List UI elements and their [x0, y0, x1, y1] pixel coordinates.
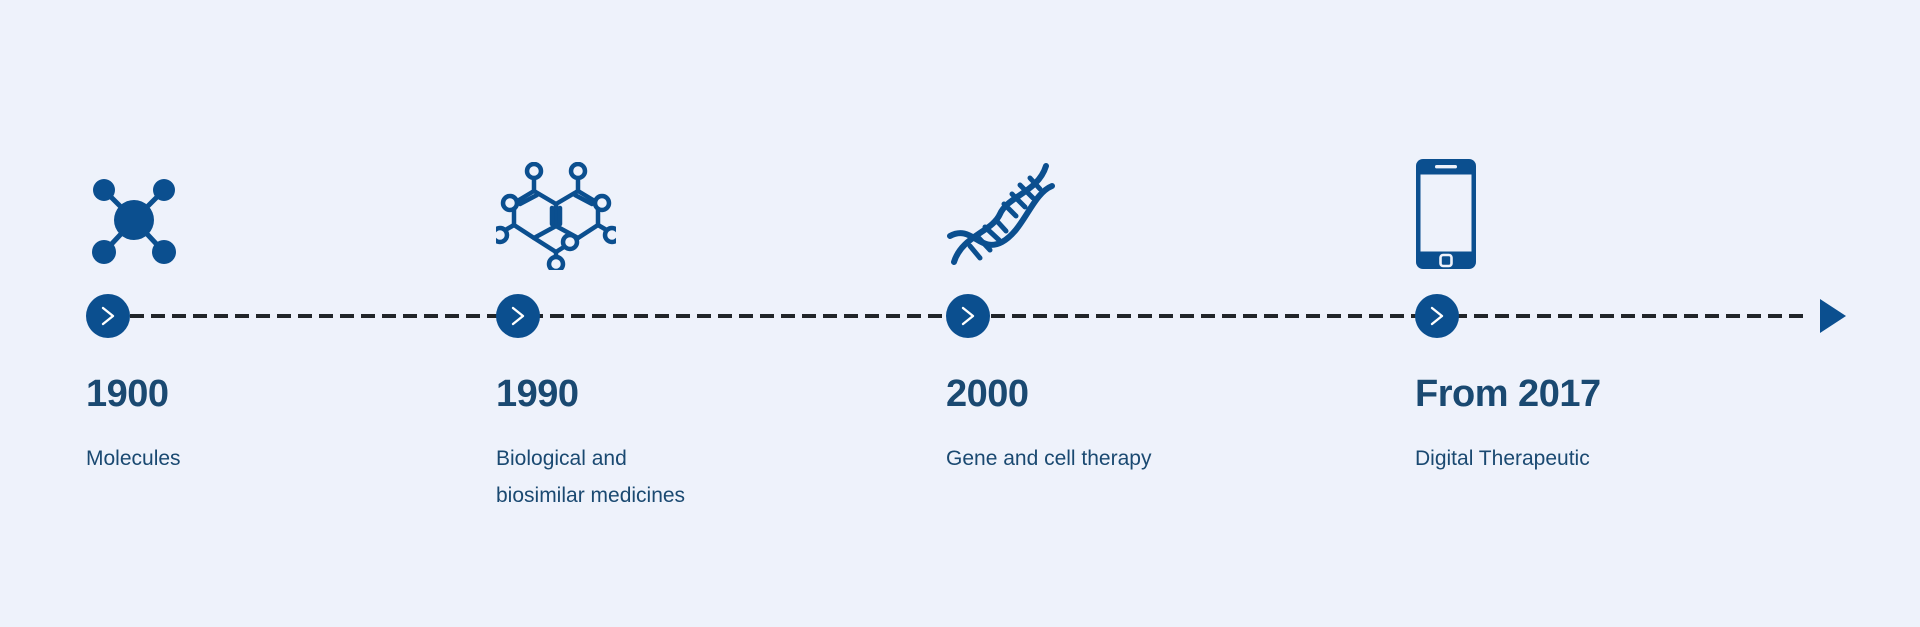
timeline-arrow-head-icon — [1820, 299, 1846, 333]
chevron-right-icon — [510, 305, 526, 327]
chevron-right-icon — [100, 305, 116, 327]
timeline-milestone-1990[interactable]: 1990 Biological and biosimilar medicines — [496, 0, 896, 627]
milestone-year: 2000 — [946, 373, 1029, 415]
timeline-node-marker[interactable] — [1415, 294, 1459, 338]
molecule-node-icon — [86, 150, 266, 270]
milestone-year: 1990 — [496, 373, 579, 415]
timeline-milestone-2000[interactable]: 2000 Gene and cell therapy — [946, 0, 1346, 627]
timeline-node-marker[interactable] — [86, 294, 130, 338]
dna-helix-icon — [946, 150, 1126, 270]
milestone-caption: Biological and biosimilar medicines — [496, 447, 686, 507]
smartphone-icon — [1415, 150, 1595, 270]
milestone-year: 1900 — [86, 373, 169, 415]
chevron-right-icon — [960, 305, 976, 327]
milestone-year: From 2017 — [1415, 373, 1601, 415]
milestone-caption: Molecules — [86, 447, 181, 470]
timeline-milestone-2017[interactable]: From 2017 Digital Therapeutic — [1415, 0, 1815, 627]
timeline-node-marker[interactable] — [946, 294, 990, 338]
milestone-caption: Digital Therapeutic — [1415, 447, 1590, 470]
milestone-caption: Gene and cell therapy — [946, 447, 1152, 470]
timeline-node-marker[interactable] — [496, 294, 540, 338]
chevron-right-icon — [1429, 305, 1445, 327]
chemical-structure-icon — [496, 150, 676, 270]
timeline-milestone-1900[interactable]: 1900 Molecules — [86, 0, 486, 627]
